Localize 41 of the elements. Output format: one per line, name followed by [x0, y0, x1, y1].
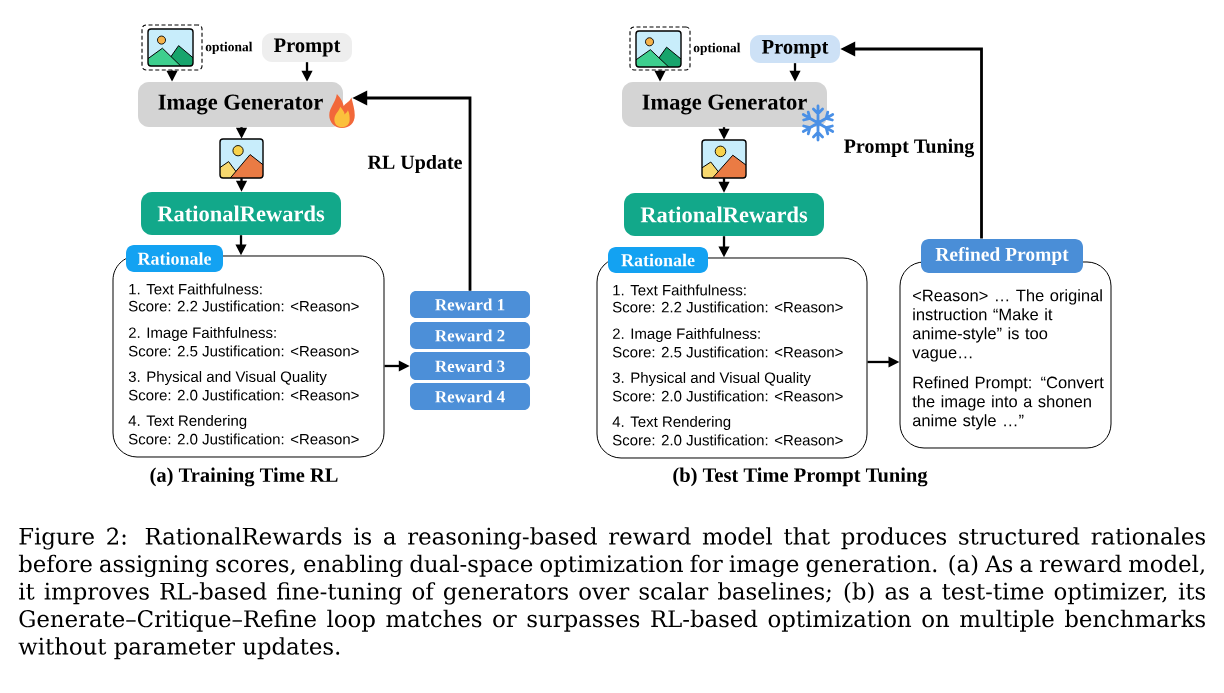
score-line: Score: 2.0 Justification: <Reason> [128, 433, 359, 445]
reward-box: Reward 2 [410, 322, 530, 349]
reward-box: Reward 1 [410, 291, 530, 318]
figure-caption: Figure 2: RationalRewards is a reasoning-based reward model that produces structured rationales before assigning scores, enabling dual-space optimization for image generation. (a) As a reward model, it improves RL-based fine-tuning of generators over scalar baselines; (b) as a test-time optimizer, its Generate–Critique–Refine loop matches or surpasses RL-based optimization on multiple benchmarks without parameter updates. [18, 527, 1205, 660]
score-line: Score: 2.0 Justification: <Reason> [612, 390, 843, 402]
score-line: Score: 2.0 Justification: <Reason> [128, 389, 359, 401]
tab-label: Rationale [608, 247, 708, 273]
criterion-title: 3. Physical and Visual Quality [128, 371, 327, 385]
prompt-box: Prompt [750, 35, 840, 63]
score-line: Score: 2.5 Justification: <Reason> [128, 345, 359, 357]
edge-label: Prompt Tuning [842, 137, 976, 159]
criterion-title: 1. Text Faithfulness: [129, 283, 262, 295]
tab-label: Rationale [126, 245, 223, 272]
image-icon [701, 139, 747, 179]
criterion-title: 2. Image Faithfulness: [612, 328, 760, 342]
tab-label: Refined Prompt [921, 239, 1083, 273]
paragraph: <Reason> … The original instruction “Make it anime-style” is too vague… [912, 289, 1102, 362]
reward-box: Reward 3 [410, 352, 530, 380]
generator-box: Image Generator [622, 82, 827, 127]
score-line: Score: 2.5 Justification: <Reason> [612, 346, 843, 358]
score-line: Score: 2.2 Justification: <Reason> [128, 300, 359, 312]
score-line: Score: 2.2 Justification: <Reason> [612, 301, 843, 313]
image-icon [629, 26, 691, 71]
model-box: RationalRewards [624, 193, 824, 236]
image-icon [141, 24, 203, 71]
criterion-title: 1. Text Faithfulness: [613, 284, 746, 296]
side-note: optional [205, 41, 253, 55]
criterion-title: 4. Text Rendering [612, 416, 731, 430]
criterion-title: 3. Physical and Visual Quality [612, 372, 811, 386]
score-line: Score: 2.0 Justification: <Reason> [612, 434, 843, 446]
generator-box: Image Generator [138, 82, 343, 127]
image-icon [219, 138, 264, 179]
paragraph: Refined Prompt: “Convert the image into a shonen anime style …” [912, 376, 1104, 430]
subfigure-caption: (b) Test Time Prompt Tuning [673, 467, 928, 487]
side-note: optional [693, 42, 741, 56]
reward-box: Reward 4 [410, 383, 530, 410]
criterion-title: 4. Text Rendering [128, 415, 247, 429]
prompt-box: Prompt [262, 33, 352, 62]
model-box: RationalRewards [141, 192, 341, 235]
edge-label: RL Update [366, 153, 464, 175]
criterion-title: 2. Image Faithfulness: [128, 327, 276, 341]
